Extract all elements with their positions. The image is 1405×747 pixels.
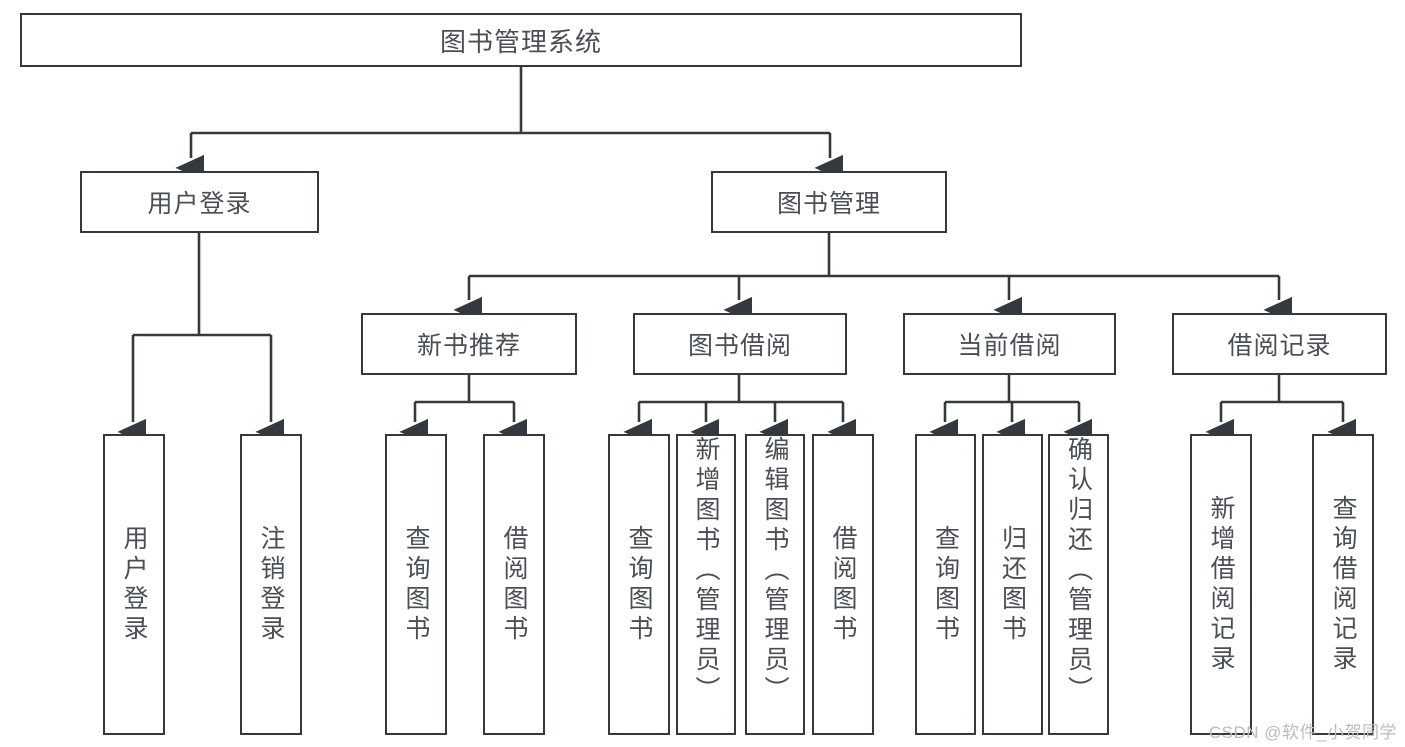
leaf-current-borrow-query-book[interactable]: 查询图书	[915, 434, 976, 735]
leaf-label: 查询图书	[402, 524, 430, 645]
node-root-system[interactable]: 图书管理系统	[20, 13, 1022, 67]
node-label: 图书管理	[776, 190, 881, 218]
node-label: 图书管理系统	[439, 26, 602, 57]
node-label: 新书推荐	[416, 332, 521, 360]
leaf-label: 查询图书	[625, 524, 653, 645]
leaf-book-borrow-borrow-book[interactable]: 借阅图书	[812, 434, 874, 735]
leaf-book-borrow-add-book-admin[interactable]: 新增图书（管理员）	[676, 434, 736, 735]
leaf-label: 确认归还（管理员）	[1064, 436, 1093, 706]
leaf-label: 查询借阅记录	[1329, 494, 1357, 675]
leaf-label: 用户登录	[120, 524, 148, 645]
node-user-login[interactable]: 用户登录	[80, 171, 319, 233]
node-label: 图书借阅	[687, 332, 792, 360]
node-new-book-recommend[interactable]: 新书推荐	[361, 313, 577, 375]
leaf-label: 借阅图书	[500, 524, 528, 645]
leaf-book-borrow-edit-book-admin[interactable]: 编辑图书（管理员）	[745, 434, 805, 735]
node-current-borrow[interactable]: 当前借阅	[903, 313, 1116, 375]
leaf-new-book-borrow-book[interactable]: 借阅图书	[483, 434, 545, 735]
leaf-label: 注销登录	[257, 524, 285, 645]
leaf-book-borrow-query-book[interactable]: 查询图书	[608, 434, 670, 735]
leaf-current-borrow-confirm-return-admin[interactable]: 确认归还（管理员）	[1048, 434, 1109, 735]
leaf-label: 编辑图书（管理员）	[761, 436, 789, 706]
leaf-new-book-query-book[interactable]: 查询图书	[385, 434, 447, 735]
node-label: 借阅记录	[1227, 332, 1332, 360]
leaf-borrow-record-add-record[interactable]: 新增借阅记录	[1190, 434, 1252, 735]
leaf-label: 借阅图书	[829, 524, 857, 645]
leaf-label: 新增图书（管理员）	[692, 436, 720, 706]
node-label: 当前借阅	[957, 332, 1062, 360]
leaf-user-login-login[interactable]: 用户登录	[103, 434, 165, 735]
node-book-borrow[interactable]: 图书借阅	[633, 313, 847, 375]
leaf-label: 新增借阅记录	[1207, 494, 1235, 675]
node-book-management[interactable]: 图书管理	[711, 171, 947, 233]
leaf-label: 归还图书	[998, 524, 1027, 645]
leaf-label: 查询图书	[931, 524, 960, 645]
watermark-text: CSDN @软件_小贺同学	[1208, 723, 1397, 742]
leaf-user-login-logout[interactable]: 注销登录	[240, 434, 302, 735]
node-borrow-record[interactable]: 借阅记录	[1172, 313, 1387, 375]
leaf-current-borrow-return-book[interactable]: 归还图书	[982, 434, 1043, 735]
leaf-borrow-record-query-record[interactable]: 查询借阅记录	[1312, 434, 1374, 735]
node-label: 用户登录	[147, 190, 252, 218]
